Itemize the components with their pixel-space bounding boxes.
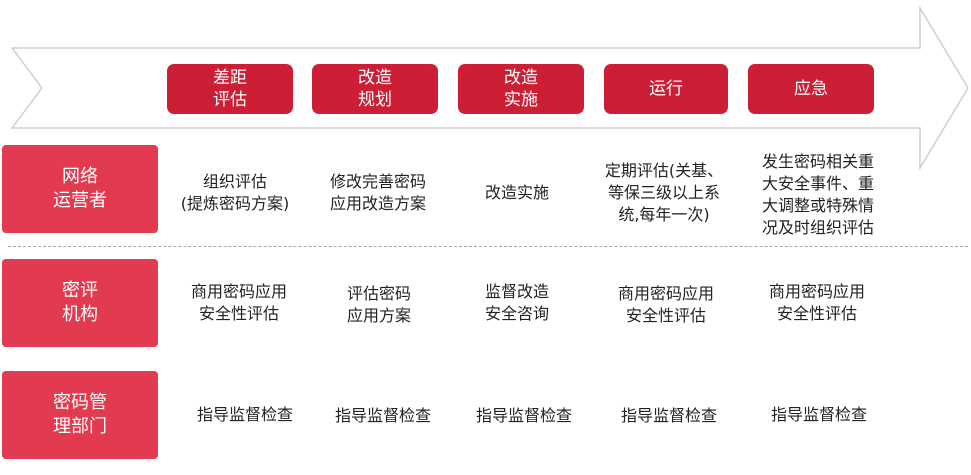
cell-operator-implementation: 改造实施 (484, 183, 549, 202)
phase-emergency: 应急 (748, 64, 874, 114)
cell-operator-operation: 定期评估(关基、 等保三级以上系 统,每年一次) (604, 161, 724, 224)
cell-agency-gap: 商用密码应用 安全性评估 (190, 282, 287, 323)
role-assessment-agency: 密评 机构 (2, 259, 158, 347)
phase-retrofit-planning: 改造 规划 (312, 64, 438, 114)
phase-gap-assessment: 差距 评估 (167, 64, 293, 114)
phase-operation: 运行 (604, 64, 728, 114)
cell-operator-planning: 修改完善密码 应用改造方案 (329, 172, 426, 213)
role-crypto-authority: 密码管 理部门 (2, 371, 158, 459)
cell-authority-implementation: 指导监督检查 (475, 406, 572, 425)
cell-agency-planning: 评估密码 应用方案 (346, 284, 411, 325)
role-network-operator: 网络 运营者 (2, 145, 158, 233)
cell-operator-emergency: 发生密码相关重 大安全事件、重 大调整或特殊情 况及时组织评估 (761, 152, 874, 237)
cell-operator-gap: 组织评估 (提炼密码方案) (180, 172, 290, 213)
cell-agency-implementation: 监督改造 安全咨询 (484, 282, 549, 323)
cell-agency-operation: 商用密码应用 安全性评估 (617, 284, 714, 325)
cell-agency-emergency: 商用密码应用 安全性评估 (768, 282, 865, 323)
cell-authority-emergency: 指导监督检查 (770, 405, 867, 424)
cell-authority-planning: 指导监督检查 (334, 406, 431, 425)
section-divider (8, 246, 968, 247)
cell-authority-gap: 指导监督检查 (196, 405, 293, 424)
cell-authority-operation: 指导监督检查 (620, 406, 717, 425)
phase-retrofit-implementation: 改造 实施 (458, 64, 584, 114)
